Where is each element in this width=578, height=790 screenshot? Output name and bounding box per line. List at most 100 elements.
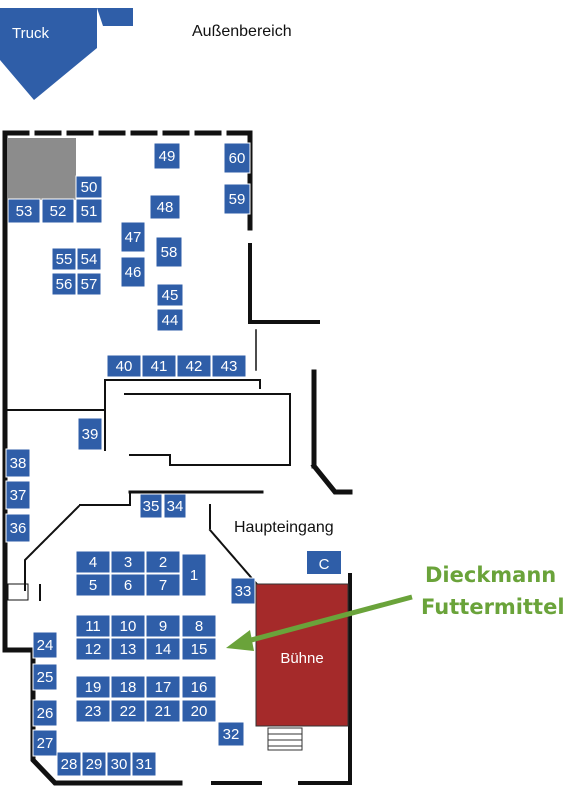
booth-47[interactable]	[120, 221, 146, 253]
booth-c[interactable]	[307, 551, 341, 574]
booth-33[interactable]	[230, 577, 256, 605]
booth-51-label: 51	[81, 203, 98, 220]
booth-c-label: C	[319, 556, 330, 573]
booth-36[interactable]	[5, 513, 31, 543]
booth-3[interactable]	[110, 550, 146, 574]
booth-8-label: 8	[195, 618, 203, 635]
booth-2-label: 2	[159, 554, 167, 571]
booth-42[interactable]	[176, 354, 212, 378]
booth-45[interactable]	[156, 283, 184, 307]
booth-15[interactable]	[181, 637, 217, 661]
callout-arrow	[226, 594, 413, 651]
booth-48[interactable]	[149, 194, 181, 220]
booth-60[interactable]	[223, 142, 251, 174]
booth-21-label: 21	[155, 703, 172, 720]
booth-43-label: 43	[221, 358, 238, 375]
booth-30-label: 30	[111, 756, 128, 773]
booth-19[interactable]	[75, 675, 111, 699]
booth-29[interactable]	[81, 751, 107, 777]
booth-25[interactable]	[32, 663, 58, 691]
booth-43[interactable]	[211, 354, 247, 378]
booth-28[interactable]	[56, 751, 82, 777]
booth-30[interactable]	[106, 751, 132, 777]
booth-7[interactable]	[145, 573, 181, 597]
booth-32-label: 32	[223, 726, 240, 743]
booth-46-label: 46	[125, 264, 142, 281]
booth-57[interactable]	[76, 272, 102, 296]
booth-55-label: 55	[56, 251, 73, 268]
booth-17[interactable]	[145, 675, 181, 699]
booth-34[interactable]	[163, 493, 187, 519]
booth-1[interactable]	[181, 553, 207, 597]
booth-9[interactable]	[145, 614, 181, 638]
booth-12[interactable]	[75, 637, 111, 661]
booth-22-label: 22	[120, 703, 137, 720]
booth-32[interactable]	[217, 721, 245, 747]
booth-14[interactable]	[145, 637, 181, 661]
booth-49[interactable]	[153, 142, 181, 170]
booth-18-label: 18	[120, 679, 137, 696]
booth-29-label: 29	[86, 756, 103, 773]
booth-44[interactable]	[156, 308, 184, 332]
booth-52-label: 52	[50, 203, 67, 220]
booth-44-label: 44	[162, 312, 179, 329]
booth-50-label: 50	[81, 179, 98, 196]
booth-58[interactable]	[155, 236, 183, 268]
booth-52[interactable]	[41, 198, 75, 224]
booth-10-label: 10	[120, 618, 137, 635]
main-entrance-label: Haupteingang	[234, 519, 334, 536]
booth-26[interactable]	[32, 699, 58, 727]
truck-label: Truck	[12, 25, 49, 42]
booth-23[interactable]	[75, 699, 111, 723]
booth-31-label: 31	[136, 756, 153, 773]
booth-37-label: 37	[10, 487, 27, 504]
booth-16[interactable]	[181, 675, 217, 699]
booth-35-label: 35	[143, 498, 160, 515]
booth-2[interactable]	[145, 550, 181, 574]
booth-51[interactable]	[75, 198, 103, 224]
booth-56[interactable]	[51, 272, 77, 296]
booth-35[interactable]	[139, 493, 163, 519]
booth-13-label: 13	[120, 641, 137, 658]
reserved-area	[8, 138, 76, 200]
booth-20[interactable]	[181, 699, 217, 723]
booth-53[interactable]	[7, 198, 41, 224]
booth-4-label: 4	[89, 554, 97, 571]
booth-13[interactable]	[110, 637, 146, 661]
booth-24-label: 24	[37, 637, 54, 654]
booth-38[interactable]	[5, 448, 31, 478]
booth-55[interactable]	[51, 247, 77, 271]
booth-31[interactable]	[131, 751, 157, 777]
booth-22[interactable]	[110, 699, 146, 723]
booth-40[interactable]	[106, 354, 142, 378]
booth-47-label: 47	[125, 229, 142, 246]
booth-8[interactable]	[181, 614, 217, 638]
booth-27-label: 27	[37, 735, 54, 752]
booth-12-label: 12	[85, 641, 102, 658]
booth-21[interactable]	[145, 699, 181, 723]
booth-4[interactable]	[75, 550, 111, 574]
booth-45-label: 45	[162, 287, 179, 304]
truck-area[interactable]	[0, 8, 97, 100]
stage-stairs	[267, 727, 303, 751]
booth-39[interactable]	[77, 417, 103, 451]
booth-37[interactable]	[5, 480, 31, 510]
booth-27[interactable]	[32, 729, 58, 757]
booth-59[interactable]	[223, 183, 251, 215]
booth-48-label: 48	[157, 199, 174, 216]
booth-10[interactable]	[110, 614, 146, 638]
booth-46[interactable]	[120, 256, 146, 288]
building-walls	[2, 130, 353, 786]
booth-11[interactable]	[75, 614, 111, 638]
booth-5[interactable]	[75, 573, 111, 597]
booth-28-label: 28	[61, 756, 78, 773]
booth-6[interactable]	[110, 573, 146, 597]
booth-18[interactable]	[110, 675, 146, 699]
booth-50[interactable]	[75, 175, 103, 199]
booth-54[interactable]	[76, 247, 102, 271]
booth-41[interactable]	[141, 354, 177, 378]
stage[interactable]	[255, 583, 349, 727]
booth-24[interactable]	[32, 631, 58, 659]
